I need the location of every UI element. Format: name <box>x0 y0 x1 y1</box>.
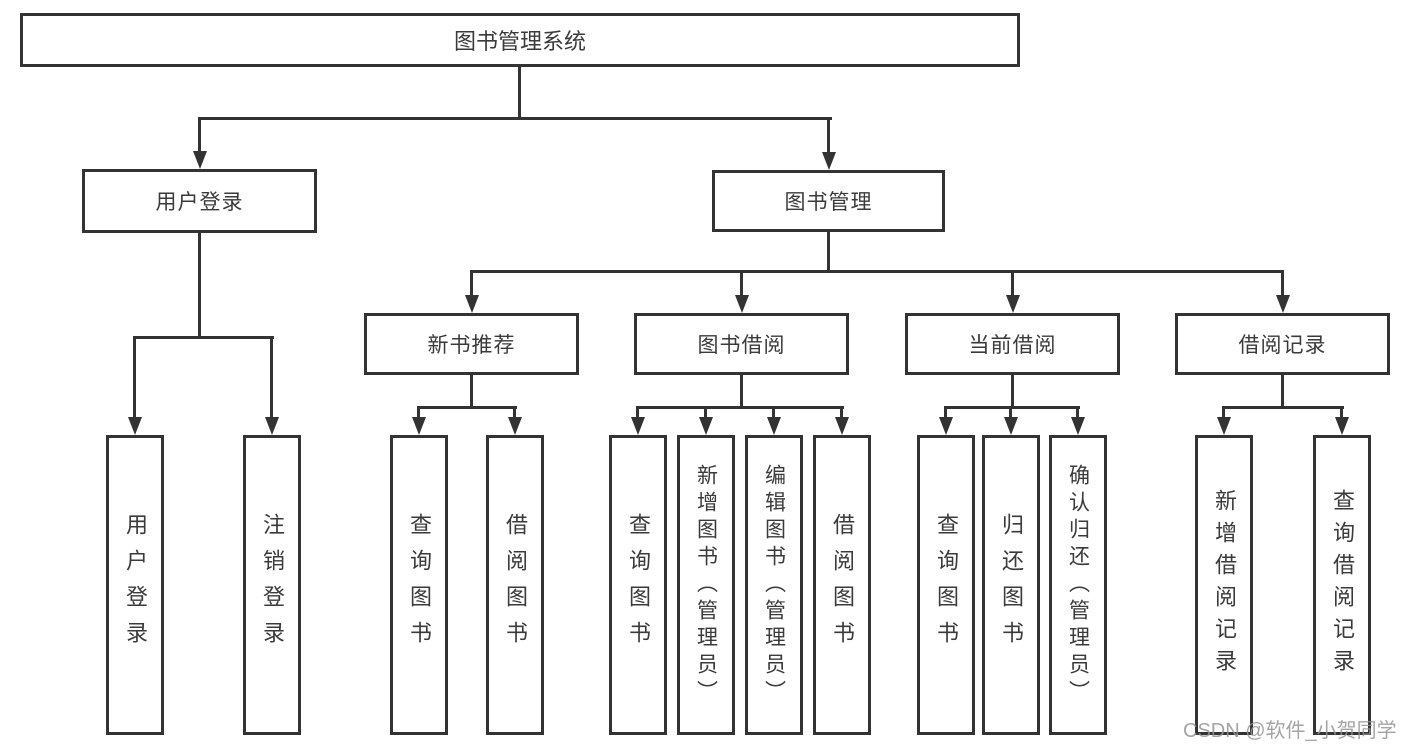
leaf-confirm-return-admin: 确认归还（管理员） <box>1049 435 1107 735</box>
connector-line <box>636 406 844 409</box>
connector-line <box>1222 406 1225 419</box>
connector-line <box>1281 270 1284 297</box>
connector-line <box>470 373 473 409</box>
csdn-watermark: CSDN @软件_小贺同学 <box>1183 720 1397 742</box>
node-library-management-system: 图书管理系统 <box>20 13 1020 67</box>
connector-line <box>133 336 274 339</box>
connector-line <box>198 117 832 120</box>
leaf-borrow-books-recommend: 借阅图书 <box>486 435 544 735</box>
connector-line <box>518 65 521 119</box>
connector-line <box>1340 406 1343 419</box>
connector-line <box>772 406 775 419</box>
arrow-down-icon <box>465 295 479 313</box>
leaf-logout: 注销登录 <box>243 435 301 735</box>
connector-line <box>1011 270 1014 297</box>
connector-line <box>470 270 1284 273</box>
connector-line <box>1281 373 1284 409</box>
node-book-borrowing: 图书借阅 <box>634 313 849 375</box>
leaf-query-books-borrowing: 查询图书 <box>609 435 667 735</box>
arrow-down-icon <box>835 417 849 435</box>
node-user-login: 用户登录 <box>82 169 317 233</box>
arrow-down-icon <box>939 417 953 435</box>
arrow-down-icon <box>265 417 279 435</box>
connector-line <box>417 406 517 409</box>
leaf-borrow-books: 借阅图书 <box>813 435 871 735</box>
connector-line <box>1222 406 1344 409</box>
connector-line <box>704 406 707 419</box>
arrow-down-icon <box>1217 417 1231 435</box>
node-book-management: 图书管理 <box>712 170 945 232</box>
connector-line <box>1009 406 1012 419</box>
connector-line <box>944 406 947 419</box>
leaf-edit-book-admin: 编辑图书（管理员） <box>745 435 803 735</box>
connector-line <box>270 336 273 419</box>
leaf-user-login: 用户登录 <box>106 435 164 735</box>
arrow-down-icon <box>631 417 645 435</box>
arrow-down-icon <box>699 417 713 435</box>
connector-line <box>133 336 136 419</box>
leaf-add-borrow-record: 新增借阅记录 <box>1195 435 1253 735</box>
arrow-down-icon <box>508 417 522 435</box>
arrow-down-icon <box>1071 417 1085 435</box>
arrow-down-icon <box>1006 295 1020 313</box>
connector-line <box>1011 373 1014 409</box>
arrow-down-icon <box>1004 417 1018 435</box>
connector-line <box>513 406 516 419</box>
arrow-down-icon <box>735 295 749 313</box>
leaf-query-borrow-record: 查询借阅记录 <box>1313 435 1371 735</box>
connector-line <box>827 230 830 273</box>
leaf-add-book-admin: 新增图书（管理员） <box>677 435 735 735</box>
connector-line <box>840 406 843 419</box>
connector-line <box>740 270 743 297</box>
connector-line <box>470 270 473 297</box>
node-new-book-recommendation: 新书推荐 <box>364 313 579 375</box>
connector-line <box>417 406 420 419</box>
arrow-down-icon <box>128 417 142 435</box>
connector-line <box>944 406 1080 409</box>
arrow-down-icon <box>822 152 836 170</box>
arrow-down-icon <box>1276 295 1290 313</box>
connector-line <box>1076 406 1079 419</box>
arrow-down-icon <box>767 417 781 435</box>
connector-line <box>198 117 201 153</box>
leaf-query-books-current: 查询图书 <box>917 435 975 735</box>
connector-line <box>636 406 639 419</box>
arrow-down-icon <box>1335 417 1349 435</box>
connector-line <box>827 117 830 154</box>
arrow-down-icon <box>412 417 426 435</box>
node-borrowing-records: 借阅记录 <box>1175 313 1390 375</box>
connector-line <box>740 373 743 409</box>
leaf-return-book: 归还图书 <box>982 435 1040 735</box>
connector-line <box>198 231 201 338</box>
leaf-query-books-recommend: 查询图书 <box>390 435 448 735</box>
node-current-borrowing: 当前借阅 <box>905 313 1120 375</box>
arrow-down-icon <box>193 151 207 169</box>
